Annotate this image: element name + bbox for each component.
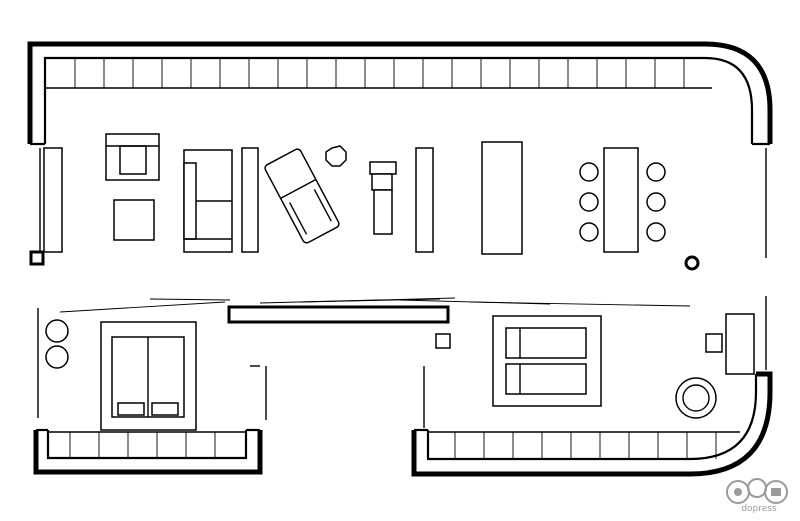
lower-left-facade-modules	[48, 431, 246, 458]
lounge-chair	[264, 148, 340, 244]
side-table	[113, 199, 155, 241]
desk	[705, 313, 755, 375]
upper-exterior-wall	[27, 41, 773, 146]
double-bed	[100, 321, 197, 431]
lower-left-glazing	[37, 308, 267, 420]
partition-lines	[59, 297, 691, 313]
dining-set	[579, 147, 666, 253]
bench-seat	[369, 161, 397, 235]
lower-right-wall	[411, 371, 773, 477]
central-counter	[227, 305, 450, 324]
round-stool	[325, 145, 347, 167]
upper-facade-modules	[45, 58, 712, 89]
lower-right-facade-modules	[428, 431, 740, 459]
twin-beds	[492, 315, 602, 407]
sofa	[183, 149, 233, 253]
armchair	[105, 133, 160, 181]
left-window	[29, 147, 63, 266]
logo-watermark-icon: dopress	[726, 478, 788, 514]
lamp-1	[45, 319, 69, 343]
lamp-2	[45, 345, 69, 369]
storage-cabinet	[415, 147, 434, 253]
sideboard	[241, 147, 259, 253]
lower-left-wall	[33, 428, 263, 475]
kitchen-island	[481, 141, 523, 255]
watermark-text: dopress	[741, 504, 777, 514]
round-chair	[675, 377, 717, 419]
small-box	[435, 333, 451, 349]
column	[684, 255, 700, 271]
